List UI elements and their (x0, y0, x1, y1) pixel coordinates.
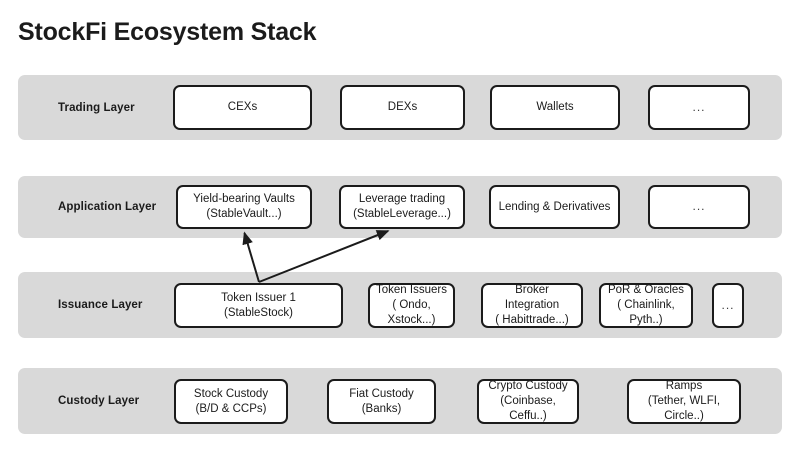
node-crypto-custody-line1: Crypto Custody (488, 380, 568, 393)
node-por-oracles-line1: PoR & Oracles (607, 284, 685, 297)
node-issuance-more[interactable]: ... (712, 283, 744, 328)
node-lending-derivatives[interactable]: Lending & Derivatives (489, 185, 620, 229)
node-fiat-custody-line1: Fiat Custody (349, 387, 414, 400)
node-leverage-trading-line2: (StableLeverage...) (353, 208, 451, 220)
node-application-more-line1: ... (692, 199, 706, 214)
node-issuance-more-line1: ... (721, 297, 735, 312)
layer-label-application: Application Layer (58, 201, 157, 213)
node-stock-custody-line1: Stock Custody (193, 387, 269, 400)
page-title: StockFi Ecosystem Stack (18, 18, 317, 46)
node-por-oracles[interactable]: PoR & Oracles ( Chainlink, Pyth..) (599, 283, 693, 328)
node-cexs-line1: CEXs (227, 101, 258, 114)
node-token-issuer-1-line1: Token Issuer 1 (221, 291, 296, 304)
node-token-issuer-1[interactable]: Token Issuer 1 (StableStock) (174, 283, 343, 328)
node-dexs-line1: DEXs (387, 101, 418, 114)
node-broker-integration-line2: ( Habittrade...) (495, 313, 569, 326)
node-token-issuers[interactable]: Token Issuers ( Ondo, Xstock...) (368, 283, 455, 328)
node-ramps-line2: (Tether, WLFI, Circle..) (647, 395, 721, 422)
node-por-oracles-line2: ( Chainlink, Pyth..) (617, 299, 675, 326)
node-stock-custody[interactable]: Stock Custody (B/D & CCPs) (174, 379, 288, 424)
node-token-issuers-line2: ( Ondo, Xstock...) (387, 299, 436, 326)
node-broker-integration[interactable]: Broker Integration ( Habittrade...) (481, 283, 583, 328)
node-fiat-custody-line2: (Banks) (361, 402, 402, 415)
node-crypto-custody-line2: (Coinbase, Ceffu..) (500, 395, 556, 422)
node-yield-bearing-vaults-line2: (StableVault...) (206, 208, 282, 220)
node-ramps-line1: Ramps (665, 380, 703, 393)
node-wallets[interactable]: Wallets (490, 85, 620, 130)
node-leverage-trading[interactable]: Leverage trading (StableLeverage...) (339, 185, 465, 229)
node-crypto-custody[interactable]: Crypto Custody (Coinbase, Ceffu..) (477, 379, 579, 424)
node-stock-custody-line2: (B/D & CCPs) (195, 402, 267, 415)
node-application-more[interactable]: ... (648, 185, 750, 229)
layer-label-issuance: Issuance Layer (58, 299, 143, 311)
node-trading-more[interactable]: ... (648, 85, 750, 130)
node-token-issuers-line1: Token Issuers (376, 284, 447, 297)
node-fiat-custody[interactable]: Fiat Custody (Banks) (327, 379, 436, 424)
node-broker-integration-line1: Broker Integration (504, 284, 560, 312)
node-dexs[interactable]: DEXs (340, 85, 465, 130)
node-token-issuer-1-line2: (StableStock) (223, 306, 294, 319)
node-wallets-line1: Wallets (536, 101, 574, 114)
node-trading-more-line1: ... (692, 99, 706, 114)
node-cexs[interactable]: CEXs (173, 85, 312, 130)
node-leverage-trading-line1: Leverage trading (358, 193, 446, 206)
layer-label-trading: Trading Layer (58, 101, 135, 114)
node-yield-bearing-vaults-line1: Yield-bearing Vaults (193, 193, 295, 206)
node-lending-derivatives-line1: Lending & Derivatives (498, 200, 611, 213)
node-yield-bearing-vaults[interactable]: Yield-bearing Vaults (StableVault...) (176, 185, 312, 229)
node-ramps[interactable]: Ramps (Tether, WLFI, Circle..) (627, 379, 741, 424)
layer-label-custody: Custody Layer (58, 395, 140, 407)
